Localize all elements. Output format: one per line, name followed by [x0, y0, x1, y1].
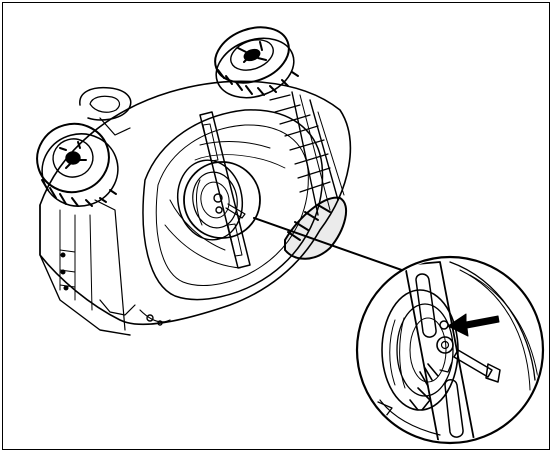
front-wheel: [36, 122, 119, 207]
arrow-right-icon: [447, 313, 500, 337]
mower-deck: [39, 80, 352, 336]
figure-frame: [2, 2, 550, 450]
detail-source-circle: [183, 161, 261, 239]
side-wheel: [284, 196, 348, 260]
callout-leader-line: [253, 217, 431, 281]
rear-wheel: [214, 26, 299, 99]
blade-assembly: [176, 111, 251, 269]
detail-callout: [355, 255, 545, 445]
